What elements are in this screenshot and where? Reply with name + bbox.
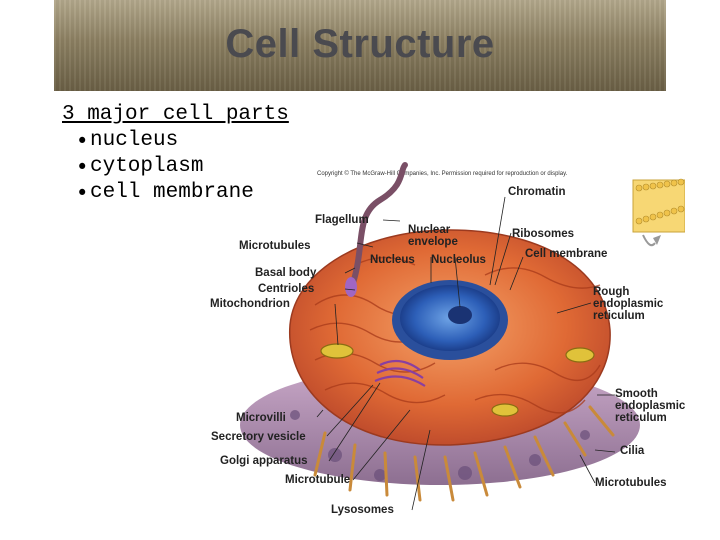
label-secretory-vesicle: Secretory vesicle	[211, 431, 306, 443]
content-heading: 3 major cell parts	[62, 103, 289, 126]
leader-lines	[316, 196, 616, 511]
label-golgi-apparatus: Golgi apparatus	[220, 455, 308, 467]
bullet-item: cell membrane	[76, 180, 292, 206]
label-cell-membrane: Cell membrane	[525, 248, 607, 260]
label-ribosomes: Ribosomes	[512, 228, 574, 240]
flagellum	[350, 162, 408, 286]
copyright-text: Copyright © The McGraw-Hill Companies, I…	[317, 170, 568, 177]
label-rough-er-line3: reticulum	[593, 310, 645, 322]
label-smooth-er-line2: endoplasmic	[615, 400, 685, 412]
label-smooth-er-line1: Smooth	[615, 388, 658, 400]
label-smooth-er-line3: reticulum	[615, 412, 667, 424]
golgi-apparatus	[374, 359, 426, 387]
cell-diagram: Copyright © The McGraw-Hill Companies, I…	[210, 162, 685, 516]
nucleolus	[448, 306, 472, 324]
label-microtubules-bottom: Microtubules	[595, 477, 667, 489]
label-cilia: Cilia	[620, 445, 645, 457]
label-nucleus: Nucleus	[370, 254, 415, 266]
bullet-list: nucleus cytoplasm cell membrane	[62, 128, 292, 206]
title-bar: Cell Structure	[54, 0, 666, 91]
label-rough-er-line1: Rough	[593, 286, 629, 298]
label-rough-er-line2: endoplasmic	[593, 298, 664, 310]
bullet-item: cytoplasm	[76, 154, 292, 180]
label-nuclear-envelope-line2: envelope	[408, 236, 458, 248]
label-microtubule: Microtubule	[285, 474, 350, 486]
label-chromatin: Chromatin	[508, 186, 566, 198]
slide-title: Cell Structure	[225, 22, 495, 66]
label-centrioles: Centrioles	[258, 283, 314, 295]
label-microvilli: Microvilli	[236, 412, 286, 424]
bullet-item: nucleus	[76, 128, 292, 154]
content-text-block: 3 major cell parts nucleus cytoplasm cel…	[62, 102, 292, 206]
basal-body	[345, 277, 357, 297]
mitochondria	[320, 343, 595, 417]
cell-membrane-inset	[632, 178, 685, 247]
label-microtubules-top: Microtubules	[239, 240, 311, 252]
label-flagellum: Flagellum	[315, 214, 369, 226]
label-mitochondrion: Mitochondrion	[210, 298, 290, 310]
label-basal-body: Basal body	[255, 267, 317, 279]
label-nucleolus: Nucleolus	[431, 254, 486, 266]
label-nuclear-envelope-line1: Nuclear	[408, 224, 451, 236]
label-lysosomes: Lysosomes	[331, 504, 394, 516]
cilia-strands	[313, 405, 615, 502]
